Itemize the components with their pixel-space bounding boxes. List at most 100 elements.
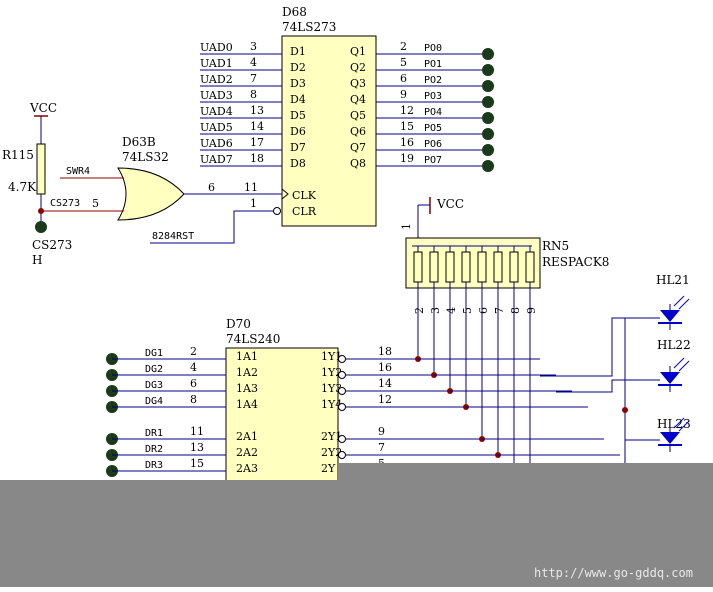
led-hl21: HL21 — [656, 273, 690, 287]
rn5-pin-3: 3 — [429, 307, 442, 314]
d68-pin-q8: Q8 — [350, 157, 366, 170]
d63-pin-5: 5 — [92, 197, 99, 210]
pad-po4[interactable] — [482, 112, 494, 124]
rn5-pin-9: 9 — [525, 307, 538, 314]
d63-part: 74LS32 — [122, 150, 169, 164]
led-hl22: HL22 — [657, 338, 691, 352]
led-ray-b-1 — [678, 298, 690, 310]
net-swr4: SWR4 — [66, 166, 90, 177]
cs273-sub: H — [32, 253, 42, 267]
d68-net-uad0: UAD0 — [200, 41, 233, 54]
d70-ref: D70 — [226, 317, 251, 331]
d63-ref: D63B — [122, 135, 156, 149]
d68-part: 74LS273 — [282, 20, 336, 34]
d70-bubble-7 — [338, 451, 346, 459]
rn5-pin-4: 4 — [445, 307, 458, 314]
led-ray-a-1 — [673, 295, 685, 307]
d68-pin-11: 11 — [244, 181, 258, 194]
net-8284rst-group: 8284RST — [150, 210, 273, 244]
d68-pin-num-18: 18 — [250, 152, 264, 165]
d68-pin-num-5: 5 — [400, 56, 407, 69]
d68-pin-clk: CLK — [292, 189, 317, 202]
d68-net-uad1: UAD1 — [200, 57, 233, 70]
d68-pin-q7: Q7 — [350, 141, 366, 154]
d70-pin-1y4: 1Y4 — [321, 398, 342, 411]
d68-pin-num-4: 4 — [250, 56, 257, 69]
d68-pin-num-9: 9 — [400, 88, 407, 101]
d68-pin-d6: D6 — [290, 125, 306, 138]
pad-cs273[interactable] — [35, 221, 47, 233]
d68-net-uad4: UAD4 — [200, 105, 233, 118]
d70-pin-1a2: 1A2 — [236, 366, 258, 379]
rn5-part: RESPACK8 — [542, 255, 609, 269]
junction-led — [622, 407, 628, 413]
d70-body — [225, 347, 339, 489]
rn5-pin-1: 1 — [400, 223, 413, 230]
d70-pin-num-4: 4 — [190, 361, 197, 374]
d68-pin-d1: D1 — [290, 45, 306, 58]
r115-vcc: VCC — [29, 101, 57, 115]
d70-pin-num-6: 6 — [190, 377, 197, 390]
led-ray-b-2 — [678, 360, 690, 372]
d70-pin-num-11: 11 — [190, 425, 204, 438]
d68-ref: D68 — [282, 5, 307, 19]
d68-pin-num-16: 16 — [400, 136, 414, 149]
d70-bubble-12 — [338, 403, 346, 411]
d68-pin-num-8: 8 — [250, 88, 257, 101]
d70-pin-1y2: 1Y2 — [321, 366, 342, 379]
d68-pin-num-13: 13 — [250, 104, 264, 117]
pad-po2[interactable] — [482, 80, 494, 92]
pad-po6[interactable] — [482, 144, 494, 156]
rn5-resistor-2 — [413, 251, 423, 283]
d63-pin-6: 6 — [208, 181, 215, 194]
d70-pin-2a1: 2A1 — [236, 430, 258, 443]
pad-po3[interactable] — [482, 96, 494, 108]
d70-pin-2a3: 2A3 — [236, 462, 258, 475]
d68-pin-d3: D3 — [290, 77, 306, 90]
d70-bubble-18 — [338, 355, 346, 363]
d70-net-dg1: DG1 — [145, 348, 163, 359]
d70-pin-2y2: 2Y2 — [321, 446, 342, 459]
d70-pin-num-7: 7 — [378, 441, 385, 454]
d68-net-uad6: UAD6 — [200, 137, 233, 150]
led-ray-b-3 — [678, 420, 690, 432]
d68-net-po7: PO7 — [424, 155, 442, 166]
rn5-pin-8: 8 — [509, 307, 522, 314]
pad-po5[interactable] — [482, 128, 494, 140]
d70-pin-num-9: 9 — [378, 425, 385, 438]
d68-pin-num-12: 12 — [400, 104, 414, 117]
net-cs273-gate: CS273 — [50, 198, 80, 209]
d68-net-po4: PO4 — [424, 107, 442, 118]
d70-pin-num-14: 14 — [378, 377, 392, 390]
d70-bubble-16 — [338, 371, 346, 379]
led-symbols — [658, 295, 690, 452]
d70-pin-1a4: 1A4 — [236, 398, 258, 411]
d70-pin-1a3: 1A3 — [236, 382, 258, 395]
led-triangle-1 — [660, 310, 680, 322]
r115-value: 4.7K — [8, 180, 37, 194]
d68-pin-q1: Q1 — [350, 45, 366, 58]
pad-po0[interactable] — [482, 48, 494, 60]
d68-body — [281, 35, 377, 227]
d70-pin-num-15: 15 — [190, 457, 204, 470]
pad-po1[interactable] — [482, 64, 494, 76]
d68-pin-q6: Q6 — [350, 125, 366, 138]
obscured-region-top — [338, 463, 713, 483]
led-ray-a-2 — [673, 357, 685, 369]
pad-po7[interactable] — [482, 160, 494, 172]
rn5-pin-6: 6 — [477, 307, 490, 314]
r115-ref: R115 — [2, 148, 34, 162]
d68-pin-num-14: 14 — [250, 120, 264, 133]
junction-r115 — [38, 208, 44, 214]
d70-bubble-9 — [338, 435, 346, 443]
d70-net-dr1: DR1 — [145, 428, 163, 439]
d68-pin-d4: D4 — [290, 93, 306, 106]
rn5-resistor-3 — [429, 251, 439, 283]
d68-pin-q2: Q2 — [350, 61, 366, 74]
